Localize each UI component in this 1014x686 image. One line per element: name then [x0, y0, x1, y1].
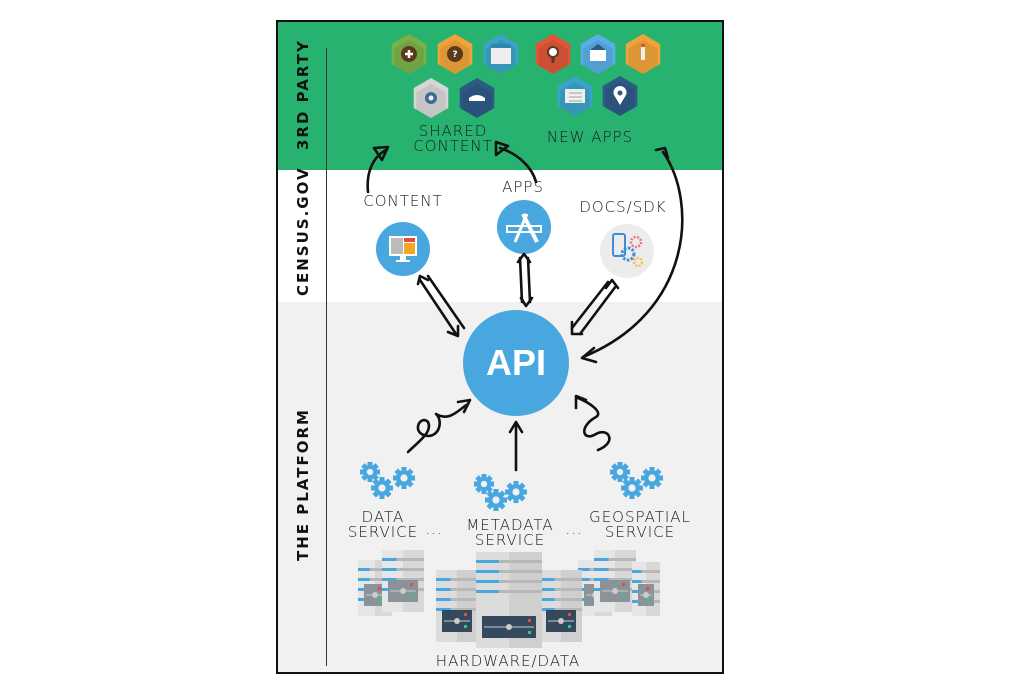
server-icon [540, 570, 582, 642]
gear-icon [474, 474, 494, 494]
ellipsis-left: ... [425, 520, 443, 538]
search-icon [535, 34, 571, 74]
map-pin-icon [602, 76, 638, 116]
geospatial-service-label: GEOSPATIAL SERVICE [589, 508, 691, 541]
arrow-head [372, 145, 390, 162]
content-label: CONTENT [363, 192, 443, 210]
arrow-content-api [418, 278, 458, 336]
gear-icon [360, 462, 380, 482]
servers-layer [358, 550, 660, 648]
server-icon [436, 570, 478, 642]
book-icon [459, 78, 495, 118]
question-icon: ? [437, 34, 473, 74]
gears-layer [360, 462, 663, 511]
new-apps-label: NEW APPS [546, 128, 634, 146]
arrow-content-to-shared [366, 148, 388, 194]
docs-sdk-label: DOCS/SDK [579, 198, 667, 216]
architecture-diagram: 3RD PARTY CENSUS.GOV THE PLATFORM ? SHAR… [276, 20, 724, 674]
arrows-layer [366, 140, 684, 472]
server-icon [632, 562, 660, 616]
svg-text:?: ? [452, 50, 457, 60]
arrow-apps-api [518, 256, 524, 304]
icons-layer: ? [391, 34, 661, 118]
gear-icon [505, 481, 527, 503]
server-icon [476, 552, 542, 648]
mail-icon [580, 34, 616, 74]
api-circle: API [463, 310, 569, 416]
arrow-geospatial-api [576, 396, 611, 452]
api-label: API [485, 342, 546, 383]
server-icon [382, 550, 424, 612]
apps-label: APPS [502, 178, 544, 196]
gear-icon [371, 477, 393, 499]
list-icon [557, 76, 593, 116]
server-icon [594, 550, 636, 612]
docs-sdk-circle [600, 224, 654, 278]
plus-icon [391, 34, 427, 74]
arrow-data-service-api [406, 402, 470, 454]
gear-icon [610, 462, 630, 482]
gear-icon [641, 467, 663, 489]
hardware-data-label: HARDWARE/DATA [435, 652, 581, 670]
apps-circle [497, 200, 551, 254]
arrow-newapps-api [581, 150, 684, 359]
pencil-icon [625, 34, 661, 74]
gear-icon [485, 489, 507, 511]
gear-icon [393, 467, 415, 489]
calendar-icon [483, 34, 519, 74]
monitor-icon [389, 236, 417, 262]
sdk-gears-icon [612, 233, 644, 268]
arrow-head [494, 140, 510, 157]
band-label-divider [326, 48, 327, 666]
gear-icon [413, 78, 449, 118]
gear-icon [621, 477, 643, 499]
content-circle [376, 222, 430, 276]
shared-content-label: SHARED CONTENT [413, 122, 493, 155]
arrow-docs-api [570, 280, 610, 330]
app-store-icon [506, 213, 542, 243]
ellipsis-right: ... [565, 520, 583, 538]
metadata-service-label: METADATA SERVICE [466, 516, 554, 549]
data-service-label: DATA SERVICE [347, 508, 419, 541]
